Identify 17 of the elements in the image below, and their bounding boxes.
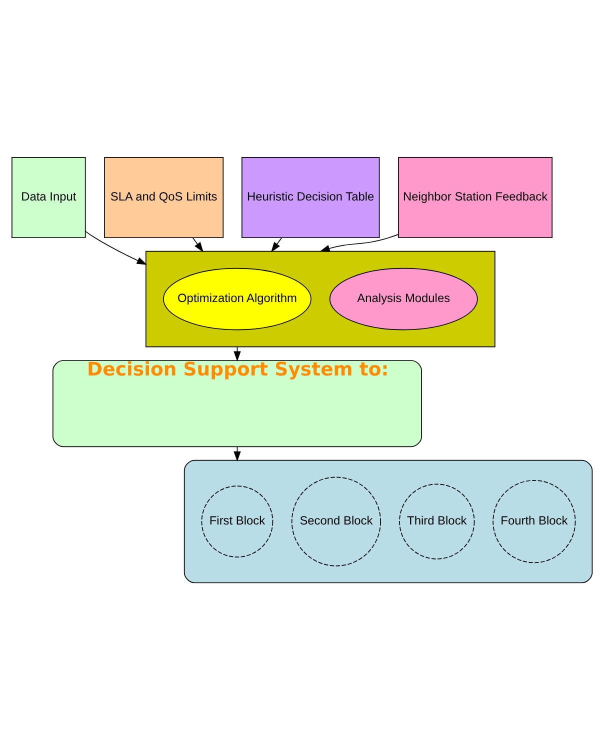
- node-circle: First Block: [201, 485, 274, 557]
- node-box: SLA and QoS Limits: [104, 156, 224, 238]
- node-ellipse: Optimization Algorithm: [163, 267, 312, 330]
- node-box: Neighbor Station Feedback: [398, 156, 553, 238]
- arrow: [270, 236, 282, 252]
- node-box: Decision Support System to:: [52, 360, 422, 447]
- node-circle: Fourth Block: [492, 480, 576, 563]
- node-box: Heuristic Decision Table: [242, 156, 380, 238]
- node-ellipse: Analysis Modules: [329, 267, 478, 330]
- arrow: [320, 234, 399, 252]
- node-circle: Second Block: [291, 476, 381, 566]
- arrow: [192, 236, 204, 252]
- node-circle: Third Block: [399, 483, 475, 559]
- arrow: [84, 230, 148, 264]
- node-box: Data Input: [12, 156, 86, 238]
- cluster: [184, 459, 593, 583]
- cluster: [146, 250, 496, 347]
